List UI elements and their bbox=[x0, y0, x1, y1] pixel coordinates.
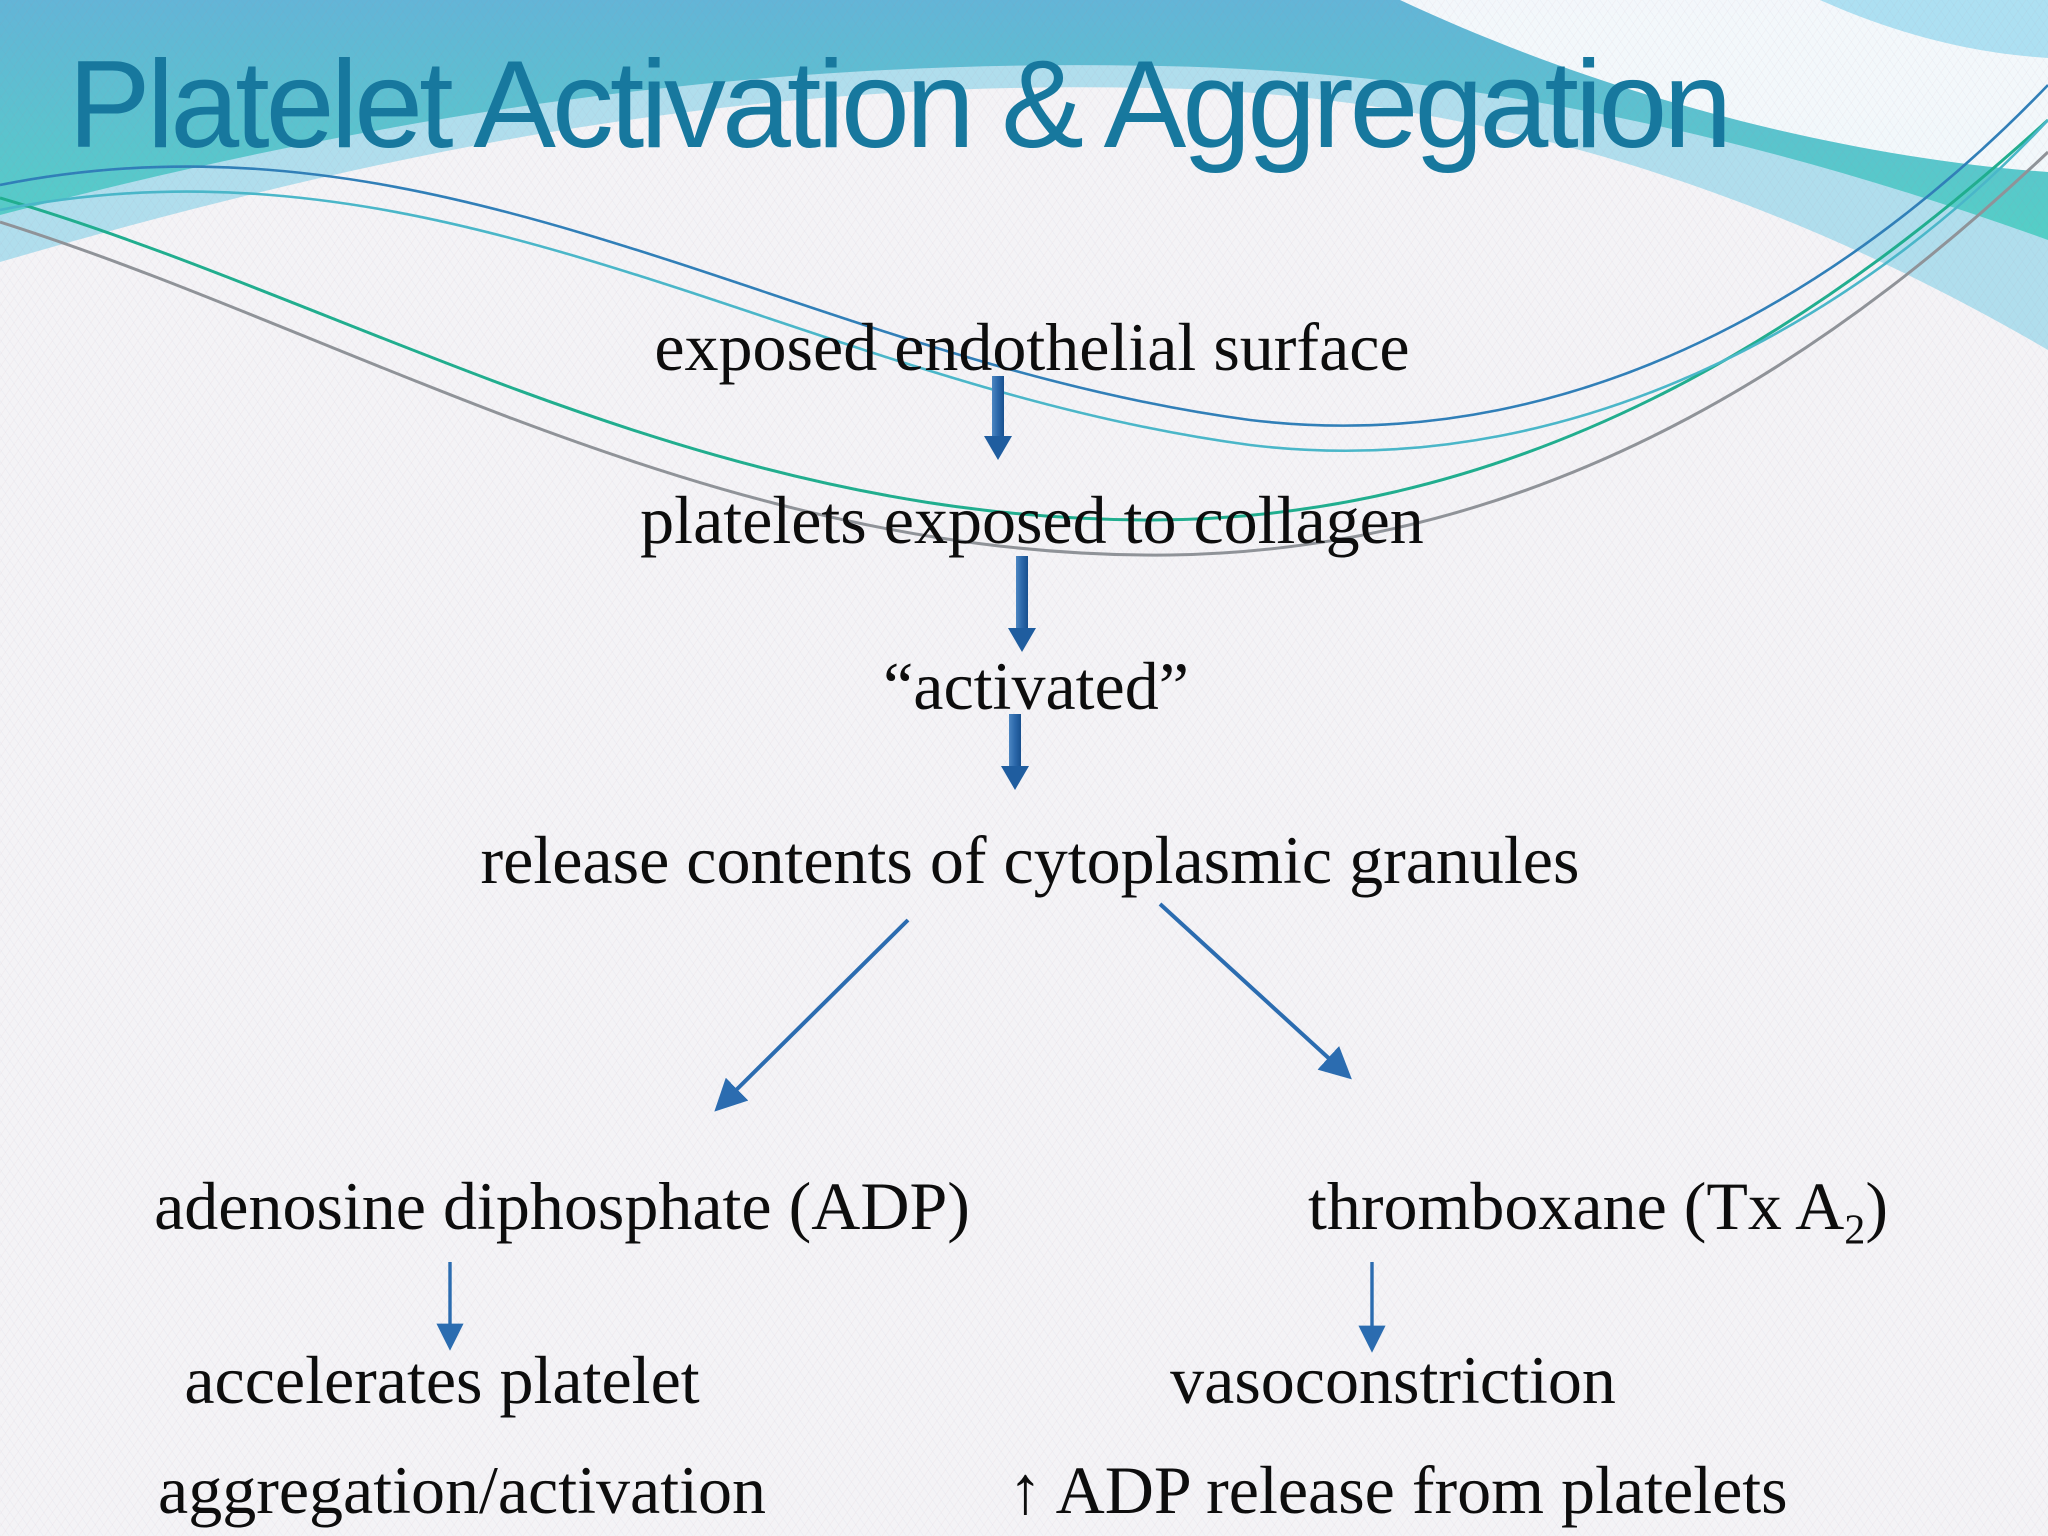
flow-step-platelets-collagen: platelets exposed to collagen bbox=[640, 482, 1424, 558]
txa2-effect-line1: vasoconstriction bbox=[1170, 1342, 1616, 1418]
txa2-subscript: 2 bbox=[1844, 1206, 1866, 1254]
flow-step-activated: “activated” bbox=[883, 648, 1189, 724]
header-wave-graphic bbox=[0, 0, 2048, 557]
down-arrow-3-icon bbox=[1001, 714, 1029, 790]
down-arrow-adp-icon bbox=[436, 1262, 464, 1351]
down-arrow-txa2-icon bbox=[1358, 1262, 1386, 1353]
txa2-label: thromboxane (Tx A2) bbox=[1308, 1169, 1888, 1254]
flow-step-release-granules: release contents of cytoplasmic granules bbox=[480, 822, 1580, 898]
txa2-label-close: ) bbox=[1865, 1168, 1889, 1244]
down-arrow-1-icon bbox=[984, 376, 1012, 460]
adp-label: adenosine diphosphate (ADP) bbox=[154, 1168, 970, 1244]
adp-effect-line2: aggregation/activation bbox=[158, 1452, 766, 1528]
diagonal-arrow-right-icon bbox=[1158, 902, 1352, 1080]
diagonal-arrow-left-icon bbox=[714, 918, 910, 1112]
txa2-effect-line2: ↑ ADP release from platelets bbox=[1008, 1452, 1788, 1528]
txa2-label-text: thromboxane (Tx A bbox=[1307, 1168, 1845, 1244]
adp-effect-line1: accelerates platelet bbox=[184, 1342, 700, 1418]
slide-title: Platelet Activation & Aggregation bbox=[68, 36, 1732, 174]
flow-step-exposed-surface: exposed endothelial surface bbox=[654, 309, 1410, 385]
down-arrow-2-icon bbox=[1008, 556, 1036, 652]
